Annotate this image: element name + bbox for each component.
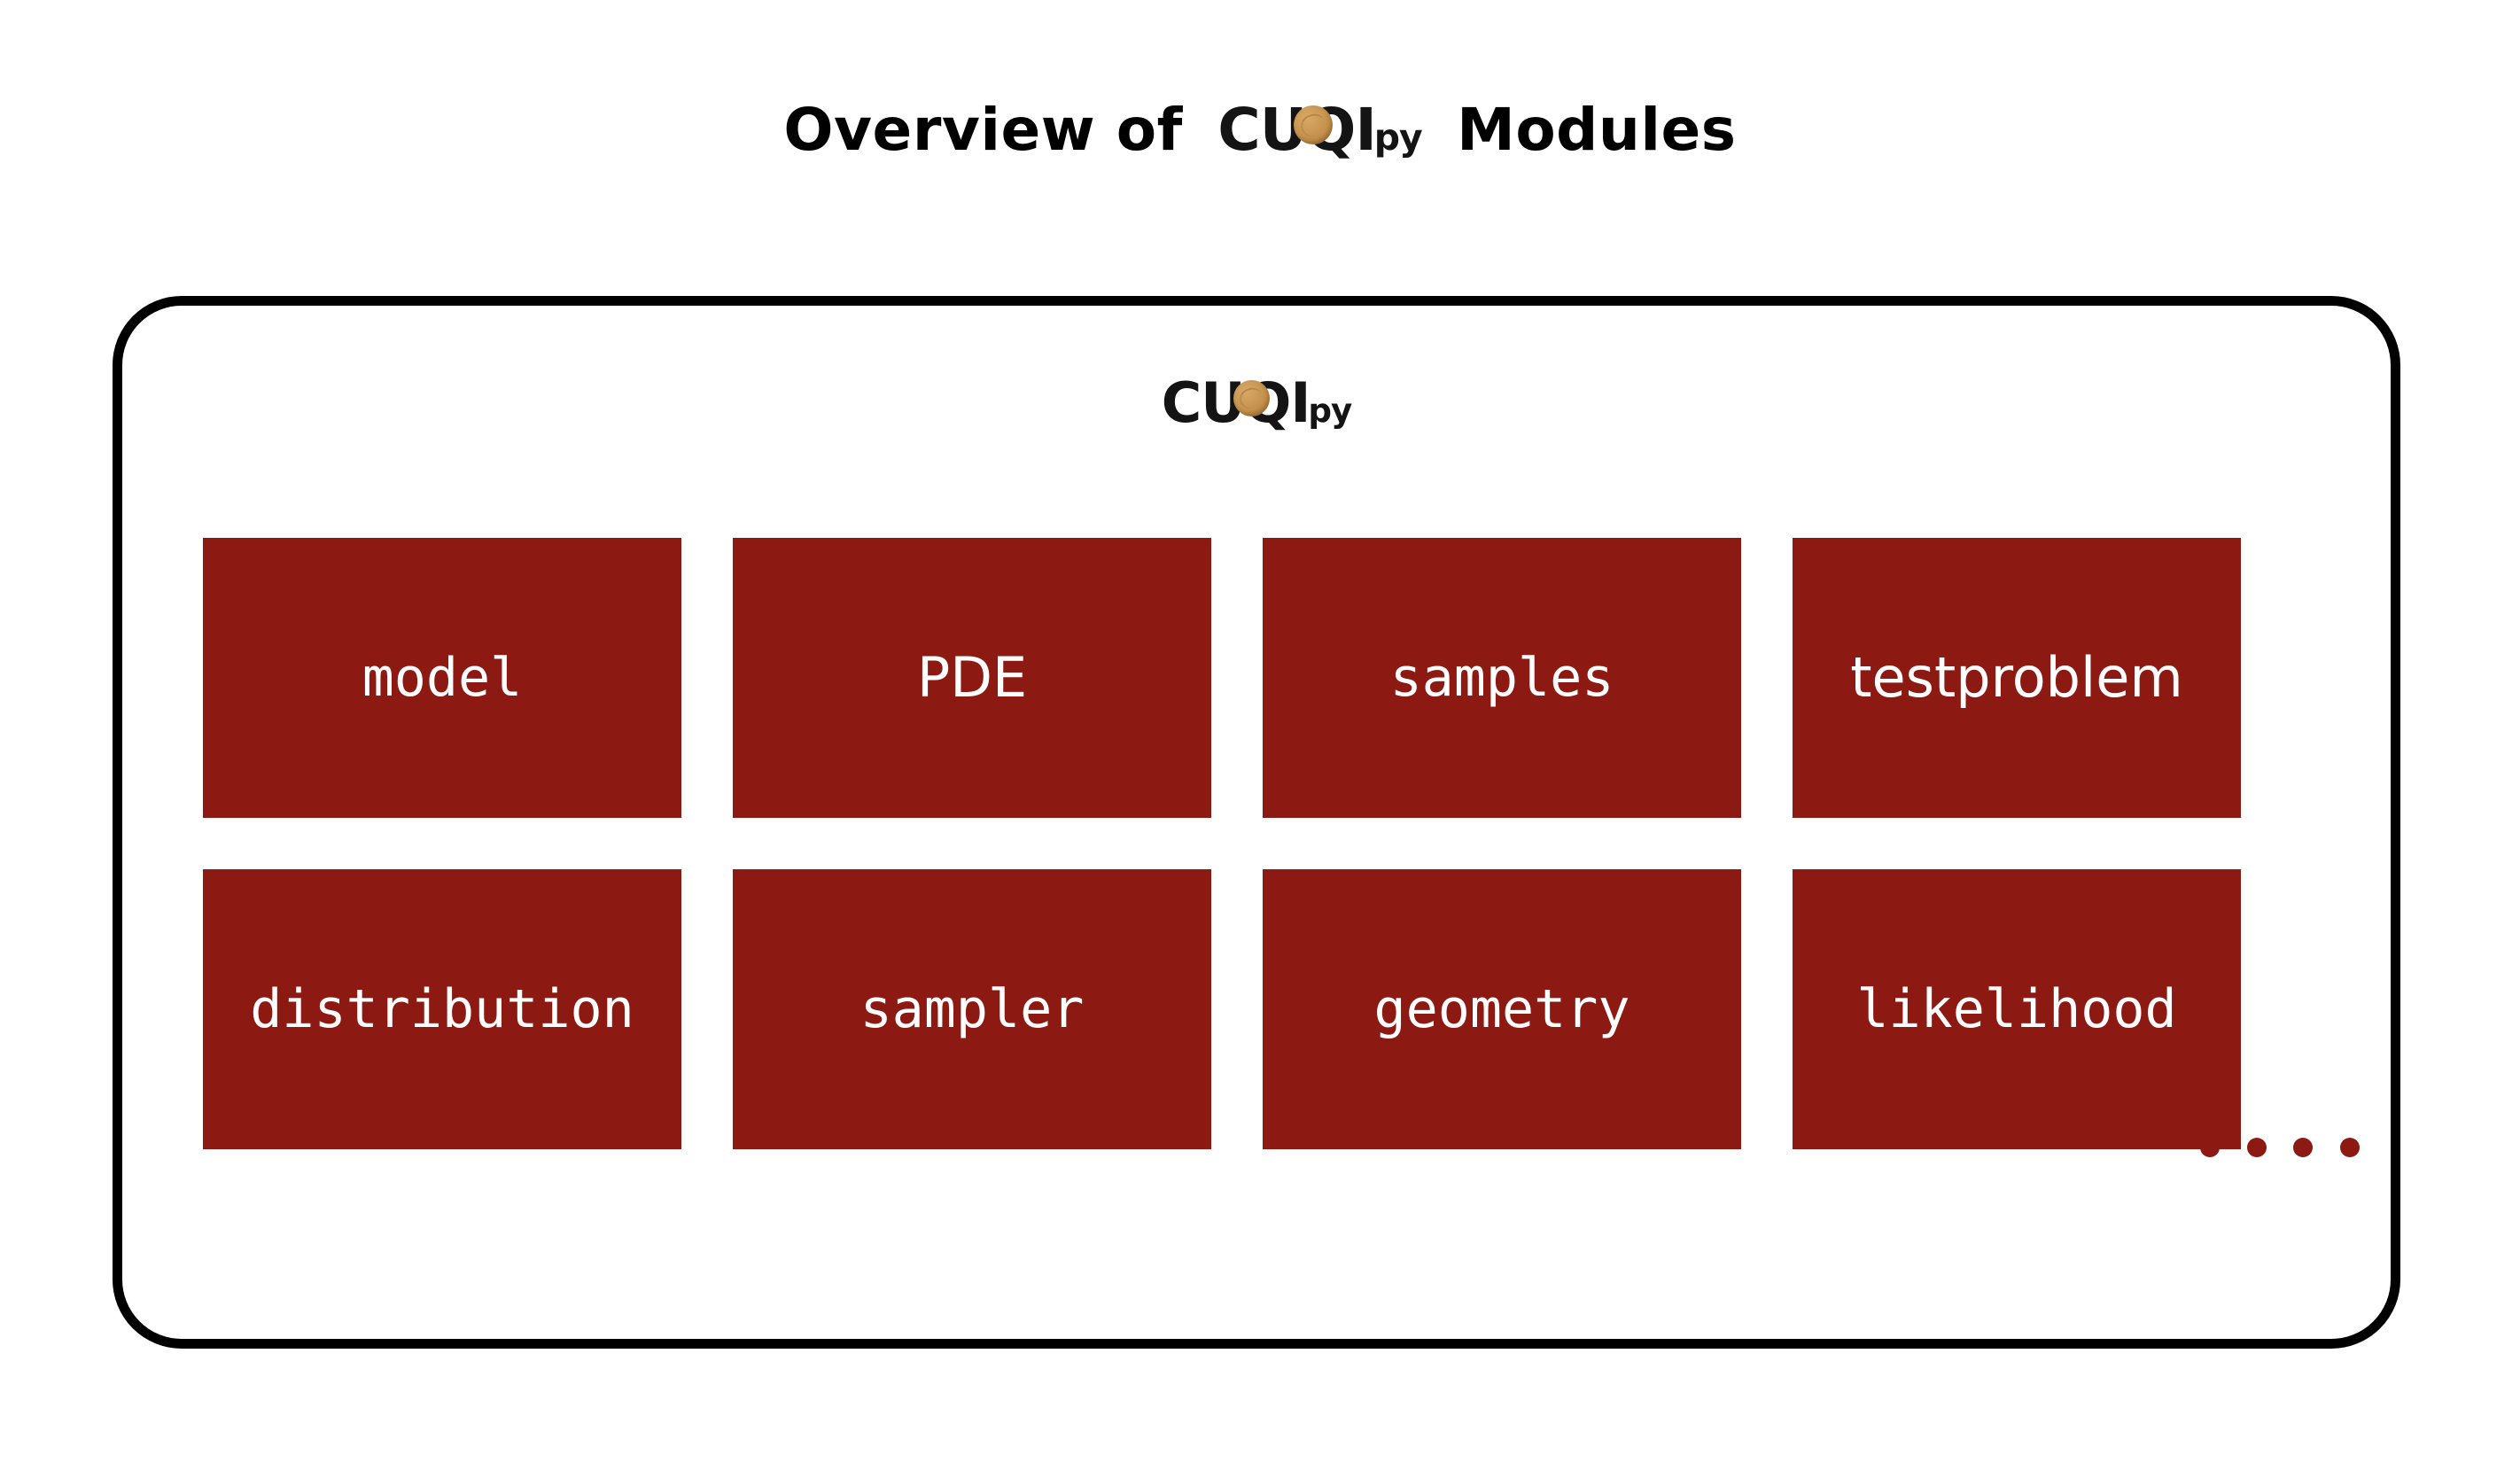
module-box-distribution[interactable]: distribution — [203, 869, 681, 1149]
module-label: samples — [1389, 647, 1614, 709]
module-box-model[interactable]: model — [203, 538, 681, 818]
module-row: model PDE samples testproblem — [203, 538, 2241, 818]
module-label: sampler — [859, 978, 1085, 1040]
cuqipy-logo: CUQIpy — [1217, 96, 1423, 164]
module-label: model — [362, 647, 523, 709]
ellipsis-dot-icon — [2293, 1138, 2314, 1157]
page-title-suffix: Modules — [1457, 96, 1737, 164]
module-label: PDE — [916, 645, 1028, 710]
module-box-samples[interactable]: samples — [1263, 538, 1741, 818]
module-label: geometry — [1373, 978, 1630, 1040]
module-grid: model PDE samples testproblem distributi… — [203, 538, 2241, 1149]
page-title-prefix: Overview of — [783, 96, 1183, 164]
module-label: distribution — [250, 978, 634, 1040]
cuqipy-logo-heading: CUQIpy — [1161, 370, 1352, 435]
ellipsis-dot-icon — [2339, 1138, 2360, 1157]
page-title: Overview of CUQIpy Modules — [0, 96, 2520, 164]
ellipsis-dot-icon — [2200, 1138, 2220, 1157]
cuqipy-modules-container: CUQIpy model PDE samples testproblem dis… — [113, 296, 2400, 1349]
module-label: testproblem — [1850, 645, 2183, 710]
module-box-sampler[interactable]: sampler — [733, 869, 1211, 1149]
module-box-testproblem[interactable]: testproblem — [1793, 538, 2241, 818]
module-box-pde[interactable]: PDE — [733, 538, 1211, 818]
module-label: likelihood — [1856, 978, 2177, 1040]
more-modules-ellipsis — [2200, 1130, 2360, 1165]
module-box-geometry[interactable]: geometry — [1263, 869, 1741, 1149]
ellipsis-dot-icon — [2246, 1138, 2267, 1157]
cuqipy-logo-suffix: py — [1373, 116, 1423, 159]
cuqipy-logo-main: CUQI — [1217, 96, 1377, 164]
cuqipy-logo-heading-suffix: py — [1308, 391, 1352, 430]
module-row: distribution sampler geometry likelihood — [203, 869, 2241, 1149]
cuqipy-logo-heading-main: CUQI — [1161, 370, 1311, 435]
module-box-likelihood[interactable]: likelihood — [1793, 869, 2241, 1149]
container-heading: CUQIpy — [122, 370, 2391, 435]
